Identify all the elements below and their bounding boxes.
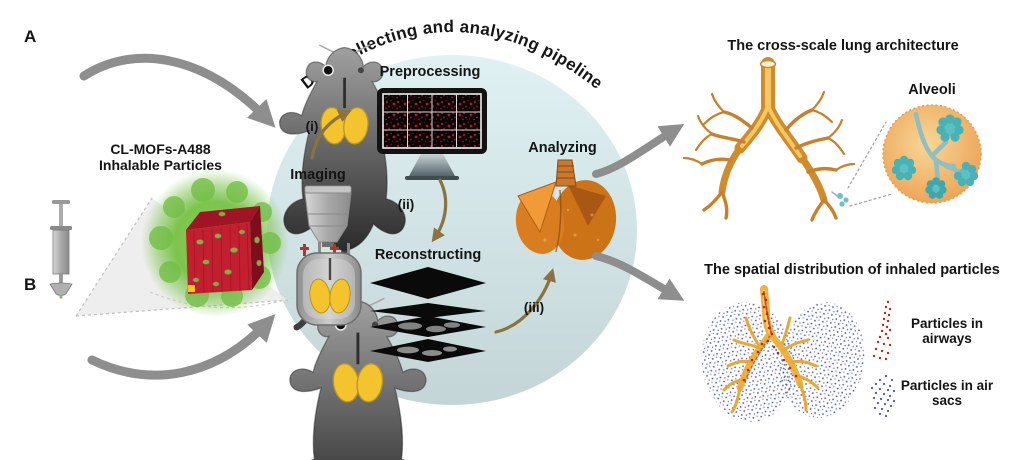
spatial-title: The spatial distribution of inhaled part… bbox=[704, 262, 1000, 278]
legend-airway-particles-icon bbox=[872, 300, 892, 361]
particles-caption-line1: CL-MOFs-A488 bbox=[110, 141, 211, 157]
step-arrows bbox=[310, 109, 556, 334]
alveoli-clusters bbox=[891, 114, 979, 199]
reconstructing-label: Reconstructing bbox=[374, 247, 482, 263]
legend-air-sac-particles-icon bbox=[870, 374, 896, 418]
step-i-label: (i) bbox=[305, 119, 319, 134]
panel-b-label: B bbox=[24, 275, 37, 294]
panel-a-label: A bbox=[24, 27, 37, 46]
cross-scale-title: The cross-scale lung architecture bbox=[727, 38, 959, 54]
flow-arrows-right bbox=[592, 123, 685, 301]
imaging-label: Imaging bbox=[290, 167, 346, 183]
particles-caption: CL-MOFs-A488 Inhalable Particles bbox=[78, 141, 243, 173]
step-iii-label: (iii) bbox=[523, 300, 545, 315]
slice-stack-icon bbox=[370, 267, 486, 362]
particles-caption-line2: Inhalable Particles bbox=[99, 156, 222, 173]
particle-distribution-icon bbox=[701, 285, 865, 422]
flow-arrows-left bbox=[79, 53, 276, 380]
lung-3d-icon bbox=[515, 159, 617, 260]
analyzing-label: Analyzing bbox=[528, 140, 597, 156]
airway-tree-icon bbox=[682, 57, 893, 222]
legend-air-sacs-label: Particles in air sacs bbox=[900, 378, 994, 409]
alveoli-icon bbox=[882, 104, 982, 204]
specimen-jar-icon bbox=[296, 242, 362, 326]
preprocessing-label: Preprocessing bbox=[379, 64, 481, 80]
alveoli-label: Alveoli bbox=[908, 82, 956, 98]
legend-airways-label: Particles in airways bbox=[910, 316, 984, 347]
monitor-icon bbox=[377, 88, 487, 180]
step-ii-label: (ii) bbox=[397, 197, 415, 212]
sprayer-icon bbox=[49, 200, 73, 299]
mof-particle-icon bbox=[141, 169, 289, 317]
